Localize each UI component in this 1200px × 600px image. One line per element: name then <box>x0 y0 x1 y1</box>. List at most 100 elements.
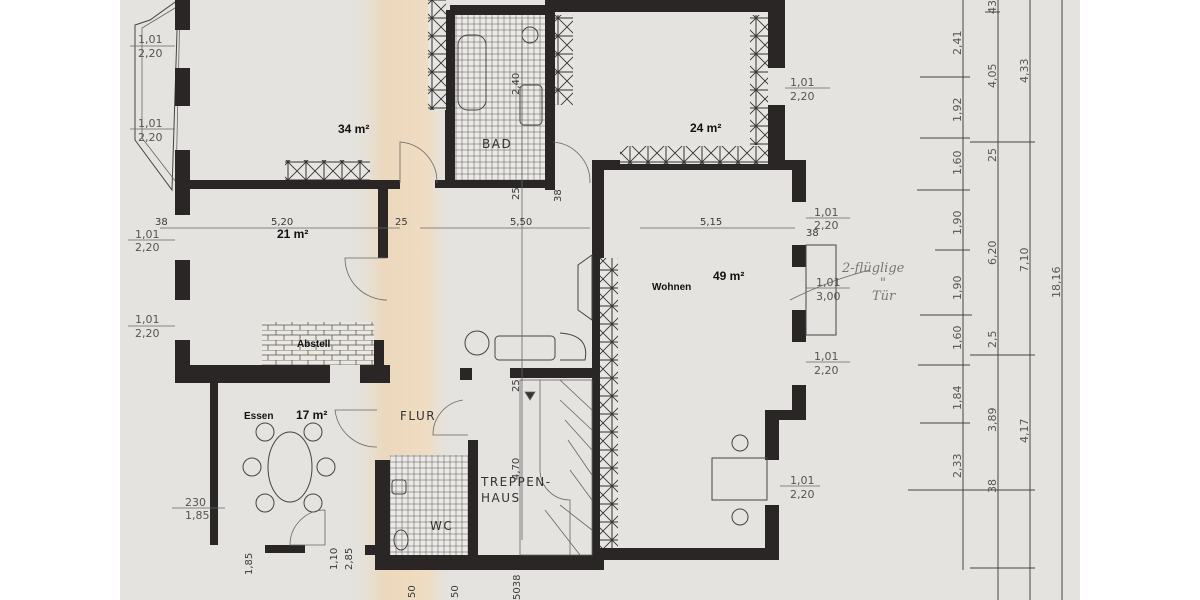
dim-5038: 5038 <box>512 575 523 600</box>
window-9-width: 1,01 <box>790 474 815 487</box>
sofa-icon <box>464 330 587 361</box>
balcony-box <box>805 244 837 336</box>
dim-col3-1: 7,10 <box>1018 248 1031 273</box>
bad-label: BAD <box>482 137 512 151</box>
handwritten-note-1: 2-flüglige <box>841 261 905 276</box>
wc-floor <box>390 455 468 555</box>
dim-col1-3: 1,90 <box>951 211 964 236</box>
window-1-height: 2,20 <box>138 47 163 60</box>
bad-floor <box>455 15 545 180</box>
treppenhaus-label-2: HAUS <box>481 491 521 505</box>
dim-col1-7: 2,33 <box>951 454 964 479</box>
staircase <box>519 379 593 556</box>
builtin-cabinet <box>620 146 768 164</box>
dim-col3-2: 4,17 <box>1018 419 1031 444</box>
essen-label: Essen <box>244 411 273 422</box>
essen-area: 17 m² <box>296 408 327 422</box>
builtin-cabinet <box>555 15 573 105</box>
flur-label: FLUR <box>400 409 436 423</box>
dim-38-left: 38 <box>155 217 168 228</box>
builtin-cabinet <box>285 160 370 180</box>
dim-col2-3: 6,20 <box>986 241 999 266</box>
builtin-cabinet <box>600 258 618 548</box>
abstell-label: Abstell <box>297 339 331 350</box>
dim-470: 4,70 <box>511 458 522 480</box>
window-6-height: 2,20 <box>814 219 839 232</box>
dim-col2-5: 3,89 <box>986 408 999 433</box>
window-10-height: 1,85 <box>185 509 210 522</box>
chair-icon <box>731 508 749 526</box>
room-21-area: 21 m² <box>277 227 308 241</box>
window-2-width: 1,01 <box>138 117 163 130</box>
room-24-area: 24 m² <box>690 121 721 135</box>
dim-col1-4: 1,90 <box>951 276 964 301</box>
handwritten-note-2: " <box>880 276 886 291</box>
handwritten-note-3: Tür <box>872 289 896 304</box>
bay-window-left <box>134 0 179 192</box>
window-2-height: 2,20 <box>138 131 163 144</box>
dim-38-bad: 38 <box>553 189 564 202</box>
dim-520: 5,20 <box>271 217 293 228</box>
bay-window-left-inner <box>141 4 181 184</box>
dim-25-bad: 25 <box>511 187 522 200</box>
builtin-cabinet <box>428 0 446 110</box>
window-1-width: 1,01 <box>138 33 163 46</box>
dim-50b: 50 <box>450 585 461 598</box>
dim-col2-2: 25 <box>986 148 999 162</box>
window-4-height: 2,20 <box>135 327 160 340</box>
dim-col2-1: 4,05 <box>986 64 999 89</box>
right-dimension-chains <box>908 0 1063 600</box>
wohnen-area: 49 m² <box>713 269 744 283</box>
window-7-width: 1,01 <box>816 276 841 289</box>
window-10-width: 230 <box>185 496 206 509</box>
treppenhaus-label-1: TREPPEN- <box>480 475 552 489</box>
sink-icon <box>519 84 543 126</box>
dim-110: 1,10 <box>329 548 340 570</box>
dim-515: 5,15 <box>700 217 722 228</box>
window-4-width: 1,01 <box>135 313 160 326</box>
dim-38-wohnen: 38 <box>806 228 819 239</box>
dim-col1-6: 1,84 <box>951 386 964 411</box>
toilet-icon <box>393 529 409 551</box>
dim-col2-4: 2,5 <box>986 331 999 349</box>
chair-icons <box>242 422 336 513</box>
wc-label: WC <box>430 519 453 533</box>
window-7-height: 3,00 <box>816 290 841 303</box>
door-swings <box>289 141 591 546</box>
dining-table-icon <box>267 431 313 503</box>
dim-50a: 50 <box>407 585 418 598</box>
dim-240: 2,40 <box>511 73 522 95</box>
dim-col1-0: 2,41 <box>951 31 964 56</box>
toilet-icon <box>391 479 407 495</box>
window-3-height: 2,20 <box>135 241 160 254</box>
dim-285: 2,85 <box>344 548 355 570</box>
dim-col1-5: 1,60 <box>951 326 964 351</box>
builtin-cabinet <box>750 15 768 145</box>
dim-total: 18,16 <box>1050 267 1063 299</box>
dim-col1-1: 1,92 <box>951 98 964 123</box>
abstell-floor <box>262 322 374 365</box>
bay-window-wohnen <box>577 254 593 321</box>
window-5-height: 2,20 <box>790 90 815 103</box>
dim-col2-6: 38 <box>986 479 999 493</box>
wohnen-label: Wohnen <box>652 282 691 293</box>
bathtub-icon <box>457 34 487 111</box>
dim-550: 5,50 <box>510 217 532 228</box>
dim-col2-0: 43 <box>986 0 999 14</box>
window-8-height: 2,20 <box>814 364 839 377</box>
dimension-lines <box>128 20 871 540</box>
window-3-width: 1,01 <box>135 228 160 241</box>
chair-icon <box>731 434 749 452</box>
dim-25-stair: 25 <box>511 379 522 392</box>
dim-col1-2: 1,60 <box>951 151 964 176</box>
right-dim-labels: 2,41 1,92 1,60 1,90 1,90 1,60 1,84 2,33 … <box>951 0 1063 493</box>
dim-col3-0: 4,33 <box>1018 59 1031 84</box>
dim-25: 25 <box>395 217 408 228</box>
window-6-width: 1,01 <box>814 206 839 219</box>
window-8-width: 1,01 <box>814 350 839 363</box>
desk-icon <box>711 457 768 501</box>
room-34-area: 34 m² <box>338 122 369 136</box>
window-9-height: 2,20 <box>790 488 815 501</box>
window-5-width: 1,01 <box>790 76 815 89</box>
